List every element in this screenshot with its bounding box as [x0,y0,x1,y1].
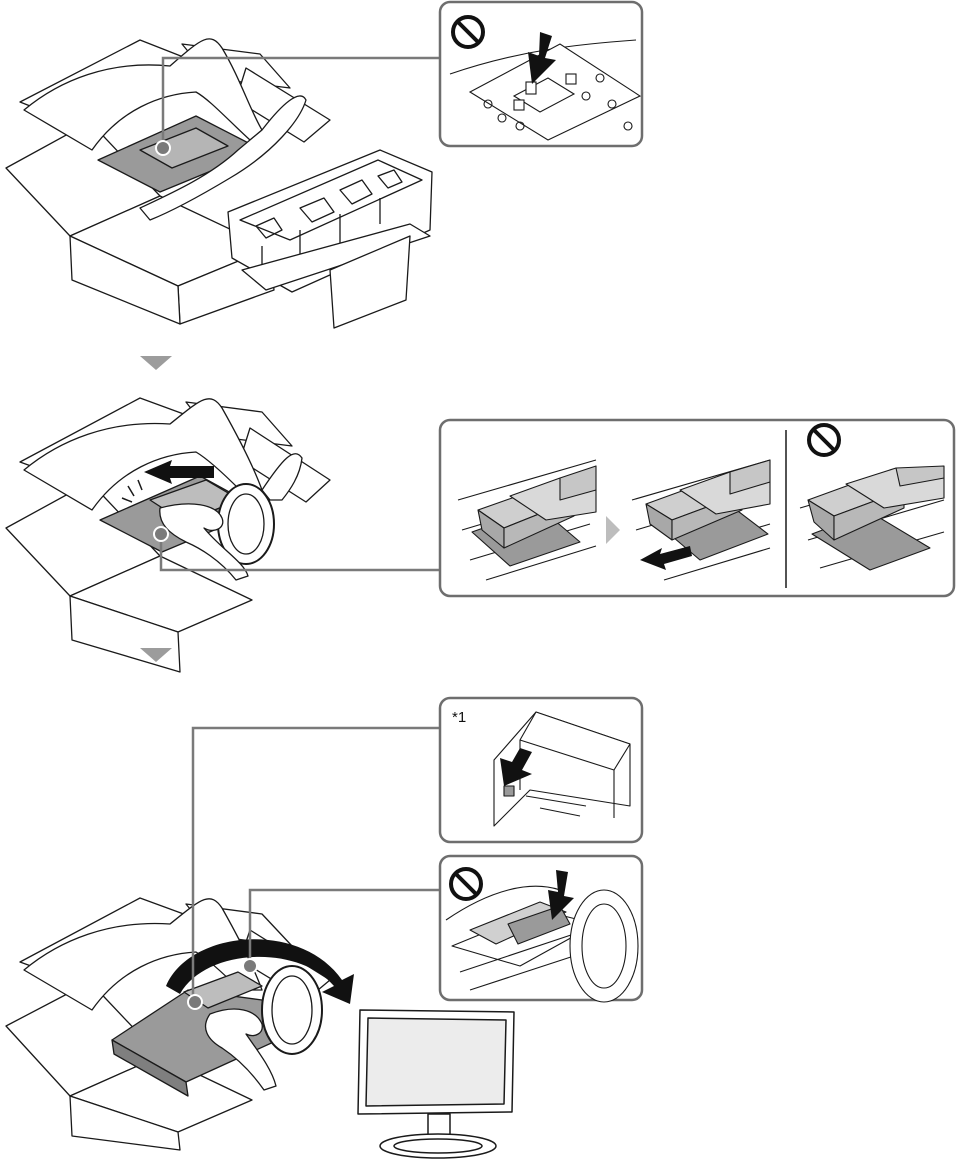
step1-detail-frame [440,2,642,146]
callout-dot-icon [154,527,168,541]
assembled-monitor [358,1010,514,1158]
step1-foam-tray [228,150,432,328]
callout-dot-icon [243,959,257,973]
callout-dot-icon [188,995,202,1009]
step3-box-lift-monitor [6,898,330,1150]
footnote-mark: *1 [452,709,466,726]
step2-detail-frame [440,420,954,596]
step3-detail-frame-release-button: *1 [440,698,642,842]
step3-detail-frame-incorrect [440,856,642,1002]
step-triangle-icon [140,356,172,370]
callout-dot-icon [156,141,170,155]
